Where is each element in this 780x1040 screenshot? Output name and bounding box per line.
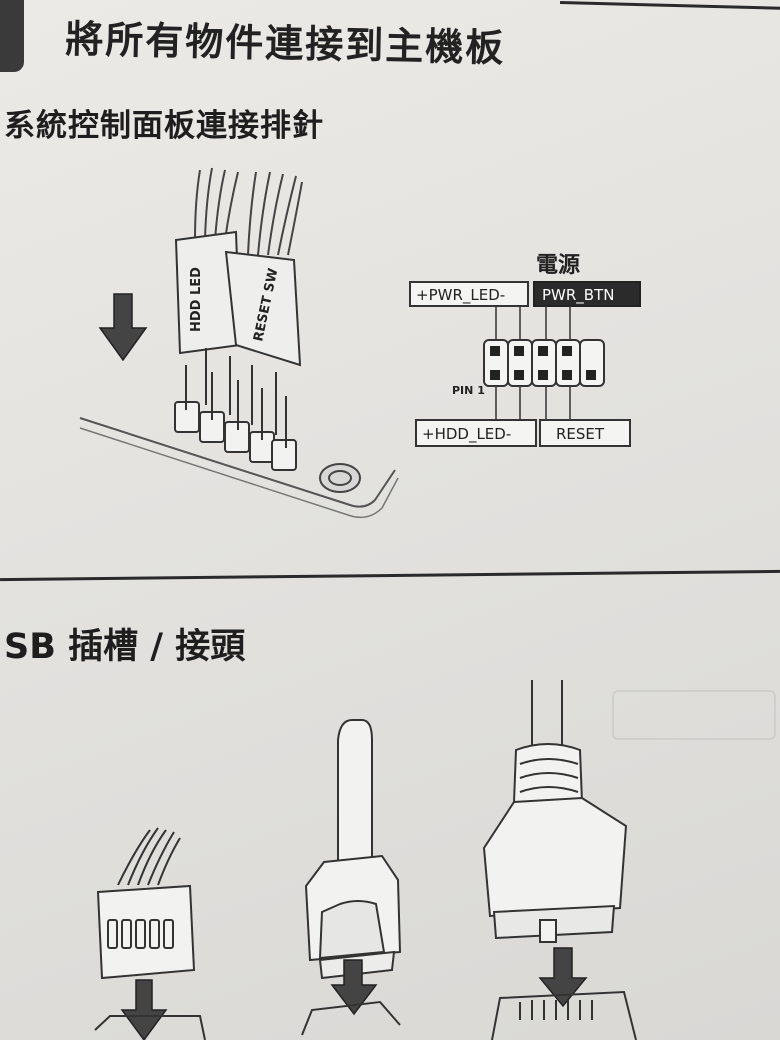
usb3-header-connector	[482, 680, 628, 943]
front-panel-connector-illustration: HDD LED RESET SW	[79, 167, 399, 519]
usb-socket-outline	[301, 1000, 401, 1036]
usb2-socket-outline	[94, 1015, 206, 1040]
hdd-led-label-box	[415, 419, 537, 447]
hdd-led-label: +HDD_LED-	[422, 425, 511, 444]
down-arrow-icon	[120, 979, 168, 1040]
bleed-through-box	[612, 690, 776, 740]
reset-label-box	[539, 419, 631, 447]
pin-header-grid	[483, 339, 605, 387]
usb-plug-connector	[304, 719, 402, 980]
down-arrow-icon	[330, 959, 378, 1016]
reset-sw-connector-block: RESET SW	[224, 250, 302, 367]
front-panel-section-title: 系統控制面板連接排針	[4, 108, 324, 144]
usb3-socket-outline	[491, 990, 637, 1040]
down-arrow-icon	[538, 947, 588, 1008]
power-group-label: 電源	[536, 253, 580, 278]
pin-leader-lines-top	[495, 306, 571, 342]
pwr-led-label-box	[409, 281, 529, 307]
pwr-btn-label: PWR_BTN	[542, 286, 614, 305]
pwr-led-label: +PWR_LED-	[416, 286, 505, 305]
hdd-led-connector-label: HDD LED	[189, 267, 204, 332]
board-edge	[79, 417, 396, 508]
hdd-led-connector-block: HDD LED	[174, 230, 242, 355]
usb-section-title: SB 插槽 / 接頭	[4, 627, 246, 667]
page-title: 將所有物件連接到主機板	[64, 16, 506, 71]
usb2-header-connector	[96, 827, 196, 980]
board-edge-lower	[79, 427, 399, 519]
usb-connector-diagram	[94, 680, 637, 1040]
front-panel-pin-map: 電源 +PWR_LED- PWR_BTN PIN 1	[409, 253, 641, 447]
pwr-btn-label-box	[533, 281, 641, 307]
reset-label: RESET	[556, 425, 605, 443]
section-tab-marker	[0, 0, 24, 72]
connector-wires	[194, 167, 303, 256]
pin-leader-lines-bottom	[495, 386, 571, 422]
screw-hole-icon	[319, 463, 361, 493]
header-pins-diagram	[174, 348, 297, 471]
pin1-label: PIN 1	[452, 384, 485, 397]
down-arrow-icon	[98, 293, 148, 362]
top-rule	[560, 0, 780, 11]
section-divider	[0, 569, 780, 582]
